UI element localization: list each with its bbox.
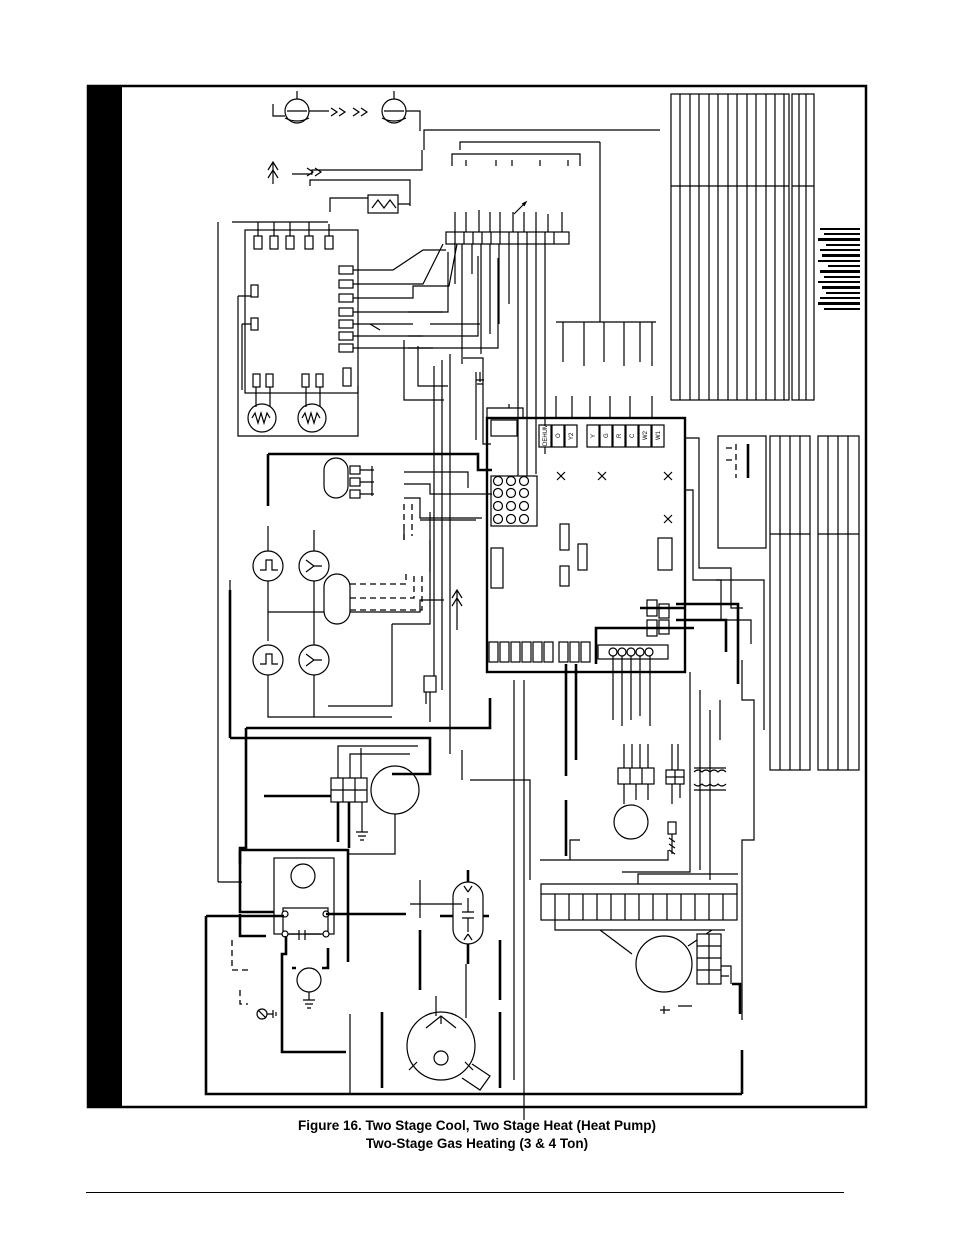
condenser-fan-motor bbox=[635, 935, 693, 993]
ignition-control-module bbox=[244, 229, 359, 394]
run-capacitor bbox=[452, 881, 484, 945]
terminal-y2: Y2 bbox=[569, 432, 575, 440]
footer-rule bbox=[86, 1192, 844, 1193]
flame-rollout-left-2 bbox=[252, 644, 284, 676]
board-fan-connector bbox=[597, 644, 669, 660]
legend-box bbox=[717, 435, 767, 549]
figure-caption-line2: Two-Stage Gas Heating (3 & 4 Ton) bbox=[365, 1136, 589, 1151]
terminal-r: R bbox=[617, 433, 623, 438]
barcode bbox=[818, 228, 860, 310]
inducer-motor-connector bbox=[330, 777, 368, 803]
limit-switch bbox=[367, 194, 399, 214]
terminal-o: O bbox=[556, 433, 562, 438]
transformer bbox=[665, 767, 727, 791]
terminal-w1: W1 bbox=[656, 430, 662, 440]
figure-caption-line1: Figure 16. Two Stage Cool, Two Stage Hea… bbox=[297, 1118, 657, 1133]
terminal-w2: W2 bbox=[643, 430, 649, 440]
gas-valve bbox=[323, 457, 361, 499]
inducer-plug bbox=[423, 675, 437, 693]
blower-disconnect-block bbox=[273, 857, 335, 940]
rollout-switch-left bbox=[284, 91, 310, 124]
terminal-dehum: DEHUM bbox=[543, 424, 549, 446]
board-bottom-terminals bbox=[488, 641, 591, 663]
pressure-switch-oval bbox=[323, 573, 351, 625]
wire-color-table bbox=[769, 435, 860, 771]
connector-arrow-left bbox=[267, 160, 279, 184]
ground-symbol-left bbox=[256, 1008, 277, 1020]
pressure-switch-left bbox=[247, 403, 277, 433]
left-black-band bbox=[88, 86, 122, 1107]
main-control-board bbox=[485, 416, 687, 674]
terminal-c: C bbox=[630, 433, 636, 438]
pressure-switch-right bbox=[297, 403, 327, 433]
rollout-switch-right bbox=[381, 91, 407, 124]
flame-rollout-right-1 bbox=[298, 550, 330, 582]
condenser-terminal-strip bbox=[540, 893, 738, 921]
fan-motor-plug bbox=[696, 933, 722, 985]
flame-rollout-left-1 bbox=[252, 550, 284, 582]
terminal-g: G bbox=[604, 433, 610, 438]
fuse bbox=[667, 821, 677, 855]
board-mounting-holes bbox=[556, 471, 673, 524]
connector-arrow-mid bbox=[451, 588, 463, 630]
compressor-contactor bbox=[613, 767, 655, 840]
terminal-y: Y bbox=[591, 434, 597, 438]
board-terminal-labels: DEHUM O Y2 Y G R C W2 W1 bbox=[543, 424, 662, 446]
flame-rollout-right-2 bbox=[298, 644, 330, 676]
terminal-strip-top bbox=[445, 231, 570, 245]
board-plug-connector bbox=[492, 475, 530, 525]
blower-capacitor bbox=[296, 967, 322, 1009]
parts-table-top bbox=[670, 93, 815, 401]
blower-motor bbox=[406, 1011, 491, 1091]
